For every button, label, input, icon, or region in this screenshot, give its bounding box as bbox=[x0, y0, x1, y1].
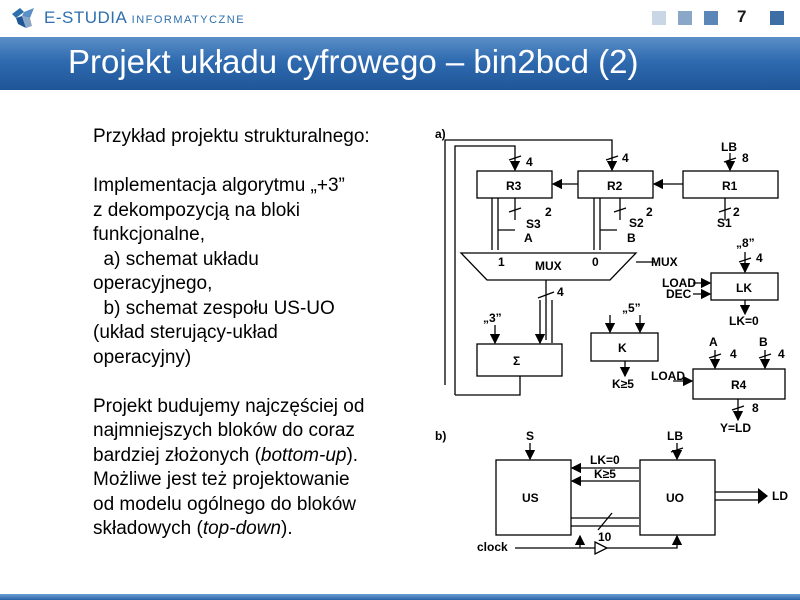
r4-b-label: B bbox=[759, 335, 768, 349]
body-text: Przykład projektu strukturalnego: Implem… bbox=[93, 125, 423, 542]
r3-label: R3 bbox=[506, 179, 522, 193]
deco-square-3 bbox=[704, 11, 718, 25]
text-italic: top-down bbox=[202, 518, 281, 539]
r4-out-width: 8 bbox=[752, 401, 759, 415]
kge5-label: K≥5 bbox=[612, 377, 634, 391]
lb-label: LB bbox=[721, 140, 737, 154]
clock-label: clock bbox=[477, 540, 508, 554]
brand-main: E-STUDIA bbox=[44, 8, 127, 27]
text-span: bardziej złożonych ( bbox=[93, 444, 261, 466]
estudia-logo-icon bbox=[12, 8, 34, 28]
lk-load-label: LOAD bbox=[662, 276, 696, 290]
text-italic: bottom-up bbox=[260, 444, 347, 466]
s-input-label: S bbox=[526, 429, 534, 443]
lk-width-label: 4 bbox=[756, 251, 763, 265]
diagram-b-label: b) bbox=[435, 429, 446, 443]
title-bar bbox=[0, 37, 800, 90]
s3-label: S3 bbox=[526, 217, 541, 231]
ld-output-label: LD bbox=[772, 489, 788, 503]
text-line: bardziej złożonych (bottom-up). bbox=[93, 444, 423, 469]
r4-a-width: 4 bbox=[730, 347, 737, 361]
text-line: z dekompozycją na bloki bbox=[93, 199, 300, 221]
lb-width-label: 8 bbox=[742, 151, 749, 165]
mux-ctrl-label: MUX bbox=[651, 255, 678, 269]
control-width-label: 10 bbox=[598, 530, 612, 544]
r3-width-label: 4 bbox=[526, 155, 533, 169]
status-lk0-label: LK=0 bbox=[590, 453, 620, 467]
text-span: ). bbox=[281, 518, 293, 539]
const-5-label: „5” bbox=[622, 301, 641, 315]
text-line: od modelu ogólnego do bloków bbox=[93, 493, 357, 515]
r1-label: R1 bbox=[722, 179, 738, 193]
text-line: a) schemat układu bbox=[93, 248, 259, 270]
brand-sub: INFORMATYCZNE bbox=[131, 14, 246, 26]
r4-label: R4 bbox=[731, 378, 747, 392]
brand-name: E-STUDIA INFORMATYCZNE bbox=[44, 8, 245, 28]
mux-out-width: 4 bbox=[557, 285, 564, 299]
bottom-bar bbox=[0, 594, 800, 600]
lk0-label: LK=0 bbox=[729, 314, 759, 328]
r4-b-width: 4 bbox=[778, 347, 785, 361]
text-line: Przykład projektu strukturalnego: bbox=[93, 126, 370, 147]
slide-title: Projekt układu cyfrowego – bin2bcd (2) bbox=[68, 43, 639, 80]
mux-input-a: A bbox=[524, 231, 533, 245]
r4-load-label: LOAD bbox=[651, 369, 685, 383]
uo-label: UO bbox=[666, 491, 684, 505]
s1-width: 2 bbox=[733, 205, 740, 219]
text-span: składowych ( bbox=[93, 518, 203, 539]
diagram-a-label: a) bbox=[435, 127, 446, 141]
s3-width: 2 bbox=[545, 205, 552, 219]
mux-in1: 1 bbox=[498, 255, 505, 269]
deco-square-4 bbox=[770, 11, 784, 25]
deco-square-1 bbox=[652, 11, 666, 25]
status-kge5-label: K≥5 bbox=[594, 467, 616, 481]
text-line: b) schemat zespołu US-UO bbox=[93, 297, 335, 319]
lb-input-label: LB bbox=[667, 429, 683, 443]
text-line: operacyjny) bbox=[93, 346, 192, 368]
s2-width: 2 bbox=[646, 205, 653, 219]
deco-square-2 bbox=[678, 11, 692, 25]
r2-label: R2 bbox=[607, 179, 623, 193]
s2-label: S2 bbox=[629, 216, 644, 230]
page-number: 7 bbox=[737, 7, 747, 26]
text-line: Możliwe jest też projektowanie bbox=[93, 469, 350, 490]
yld-label: Y=LD bbox=[720, 421, 751, 435]
mux-input-b: B bbox=[627, 231, 636, 245]
text-line: (układ sterujący-układ bbox=[93, 322, 278, 343]
text-span: ). bbox=[346, 444, 359, 466]
us-label: US bbox=[522, 491, 539, 505]
text-line: Projekt budujemy najczęściej od bbox=[93, 395, 365, 417]
mux-label: MUX bbox=[535, 259, 562, 273]
sigma-label: Σ bbox=[513, 354, 520, 368]
r4-a-label: A bbox=[709, 335, 718, 349]
lk-box-label: LK bbox=[736, 281, 752, 295]
text-line: najmniejszych bloków do coraz bbox=[93, 420, 355, 441]
lk-dec-label: DEC bbox=[666, 287, 692, 301]
const-3-label: „3” bbox=[483, 311, 502, 325]
k-box-label: K bbox=[618, 341, 627, 355]
r2-width-label: 4 bbox=[622, 151, 629, 165]
top-bar: E-STUDIA INFORMATYCZNE 7 bbox=[0, 0, 800, 36]
text-line: funkcjonalne, bbox=[93, 224, 205, 245]
text-line: Implementacja algorytmu „+3” bbox=[93, 175, 345, 196]
const-8-label: „8” bbox=[736, 236, 755, 250]
text-line: operacyjnego, bbox=[93, 273, 213, 294]
s1-label: S1 bbox=[717, 216, 732, 230]
text-line: składowych (top-down). bbox=[93, 517, 423, 542]
mux-in0: 0 bbox=[592, 255, 599, 269]
